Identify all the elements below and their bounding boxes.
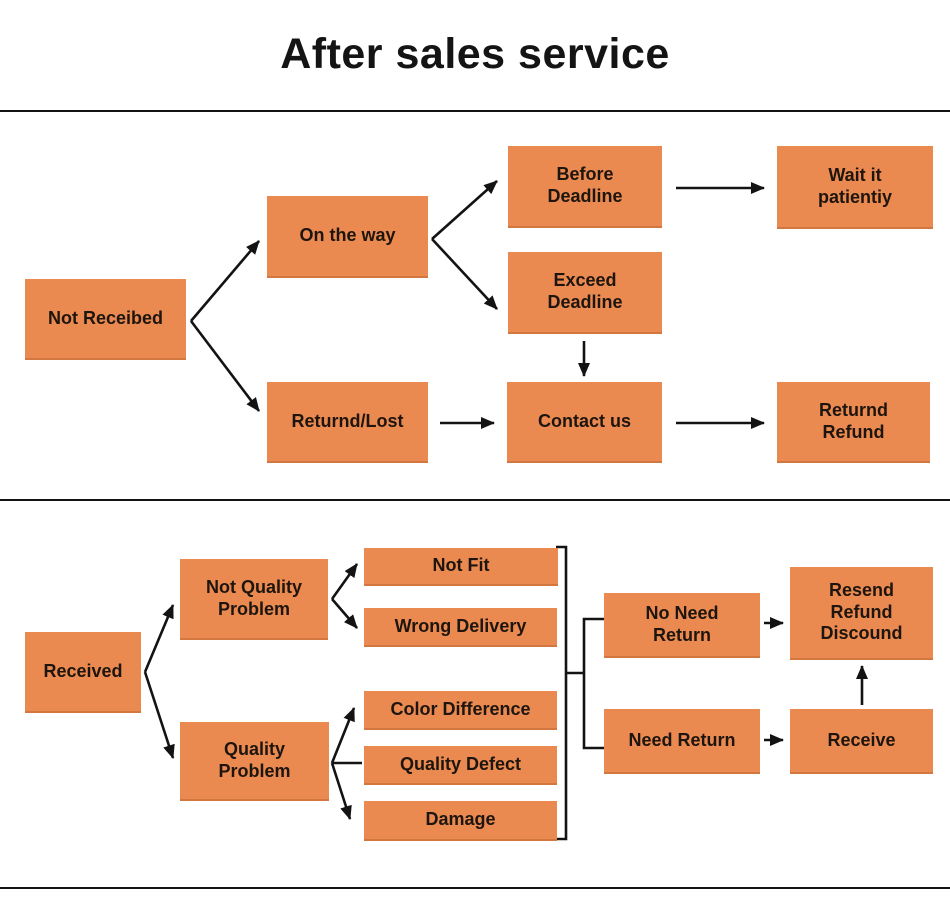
edge-on-the-way-to-before-deadline [431, 180, 498, 240]
node-received: Received [25, 632, 141, 713]
node-contact-us: Contact us [507, 382, 662, 463]
node-wrong-delivery: Wrong Delivery [364, 608, 557, 647]
node-damage: Damage [364, 801, 557, 841]
node-returned-refund: Returnd Refund [777, 382, 930, 463]
node-not-fit: Not Fit [364, 548, 558, 586]
node-receive: Receive [790, 709, 933, 774]
node-quality-defect: Quality Defect [364, 746, 557, 785]
separator-line-top [0, 110, 950, 112]
group-bracket-right [556, 545, 568, 841]
edge-quality-to-damage [330, 762, 352, 820]
edge-quality-to-color-difference [330, 707, 356, 764]
node-not-received: Not Receibed [25, 279, 186, 360]
separator-line-bottom [0, 887, 950, 889]
node-wait-patiently: Wait it patientiy [777, 146, 933, 229]
page-title: After sales service [280, 30, 670, 78]
separator-line-middle [0, 499, 950, 501]
edge-received-to-not-quality-problem [143, 604, 175, 673]
node-exceed-deadline: Exceed Deadline [508, 252, 662, 334]
edge-not-quality-to-not-fit [330, 563, 359, 600]
node-before-deadline: Before Deadline [508, 146, 662, 228]
fork-bracket-left [582, 617, 604, 750]
node-color-difference: Color Difference [364, 691, 557, 730]
node-not-quality-problem: Not Quality Problem [180, 559, 328, 640]
node-no-need-return: No Need Return [604, 593, 760, 658]
edge-not-quality-to-wrong-delivery [331, 598, 358, 629]
node-on-the-way: On the way [267, 196, 428, 278]
node-returned-lost: Returnd/Lost [267, 382, 428, 463]
node-resend-refund-discount: Resend Refund Discound [790, 567, 933, 660]
edge-not-received-to-returned-lost [189, 320, 261, 412]
node-quality-problem: Quality Problem [180, 722, 329, 801]
node-need-return: Need Return [604, 709, 760, 774]
edge-received-to-quality-problem [143, 671, 175, 759]
edge-not-received-to-on-the-way [190, 240, 260, 322]
edge-on-the-way-to-exceed-deadline [431, 238, 498, 310]
